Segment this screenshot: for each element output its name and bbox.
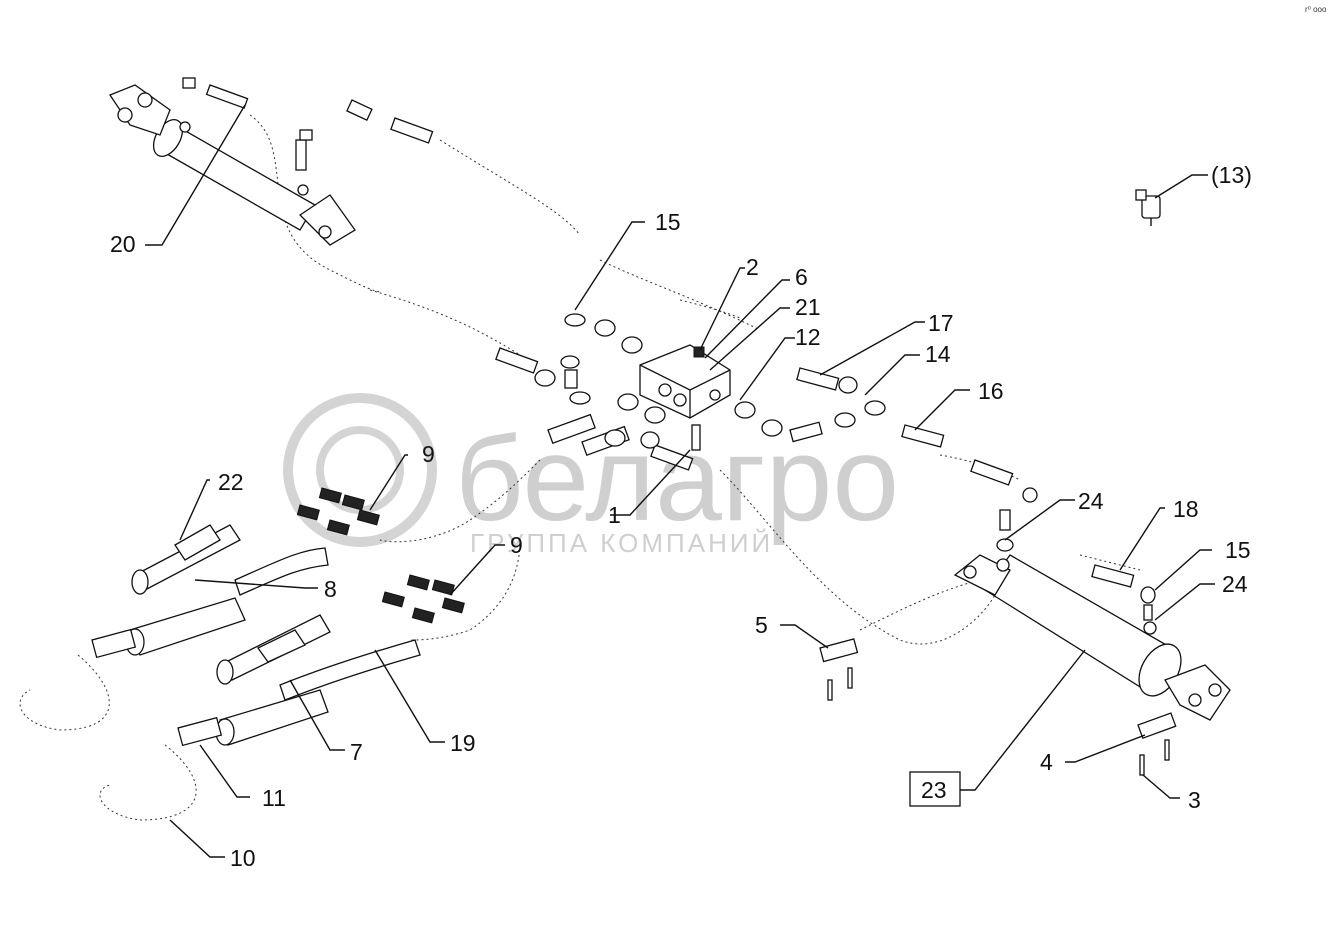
callout-labels: 1 2 3 4 5 6 7 8 9 9 10 11 12 (13) 14 15 … — [110, 162, 1252, 871]
lower-cylinder — [819, 554, 1231, 776]
callout-21: 21 — [795, 294, 821, 320]
callout-9-lower: 9 — [510, 532, 523, 558]
callout-24-lower: 24 — [1222, 571, 1248, 597]
callout-1: 1 — [608, 502, 621, 528]
callout-11: 11 — [262, 785, 286, 811]
callout-14: 14 — [925, 341, 951, 367]
callout-7: 7 — [350, 739, 363, 765]
callout-17: 17 — [928, 310, 954, 336]
watermark-brand: белагро — [455, 412, 899, 546]
callout-10: 10 — [230, 845, 256, 871]
callout-9-upper: 9 — [422, 441, 435, 467]
callout-box-23 — [909, 771, 961, 807]
callout-24-upper: 24 — [1078, 488, 1104, 514]
hoses — [234, 547, 421, 701]
distribution-block — [495, 313, 1038, 552]
callout-23: 23 — [921, 777, 947, 803]
upper-cylinder — [109, 77, 434, 246]
callout-5: 5 — [755, 612, 768, 638]
corner-mark: r⁰ ooo — [1305, 5, 1327, 14]
callout-18: 18 — [1173, 496, 1199, 522]
callout-2: 2 — [746, 254, 759, 280]
clamps — [296, 487, 465, 624]
leader-lines — [145, 104, 1215, 858]
watermark: белагро ГРУППА КОМПАНИЙ — [283, 393, 899, 558]
fitting-13 — [1135, 189, 1161, 226]
callout-15-lower: 15 — [1225, 537, 1251, 563]
callout-22: 22 — [218, 469, 244, 495]
couplings — [19, 524, 331, 821]
callout-13: (13) — [1211, 162, 1252, 188]
callout-12: 12 — [795, 324, 821, 350]
callout-20: 20 — [110, 231, 136, 257]
callout-16: 16 — [978, 378, 1004, 404]
callout-4: 4 — [1040, 749, 1053, 775]
callout-19: 19 — [450, 730, 476, 756]
callout-3: 3 — [1188, 787, 1201, 813]
callout-8: 8 — [324, 576, 337, 602]
callout-6: 6 — [795, 264, 808, 290]
watermark-tagline: ГРУППА КОМПАНИЙ — [470, 528, 773, 558]
callout-15-upper: 15 — [655, 209, 681, 235]
